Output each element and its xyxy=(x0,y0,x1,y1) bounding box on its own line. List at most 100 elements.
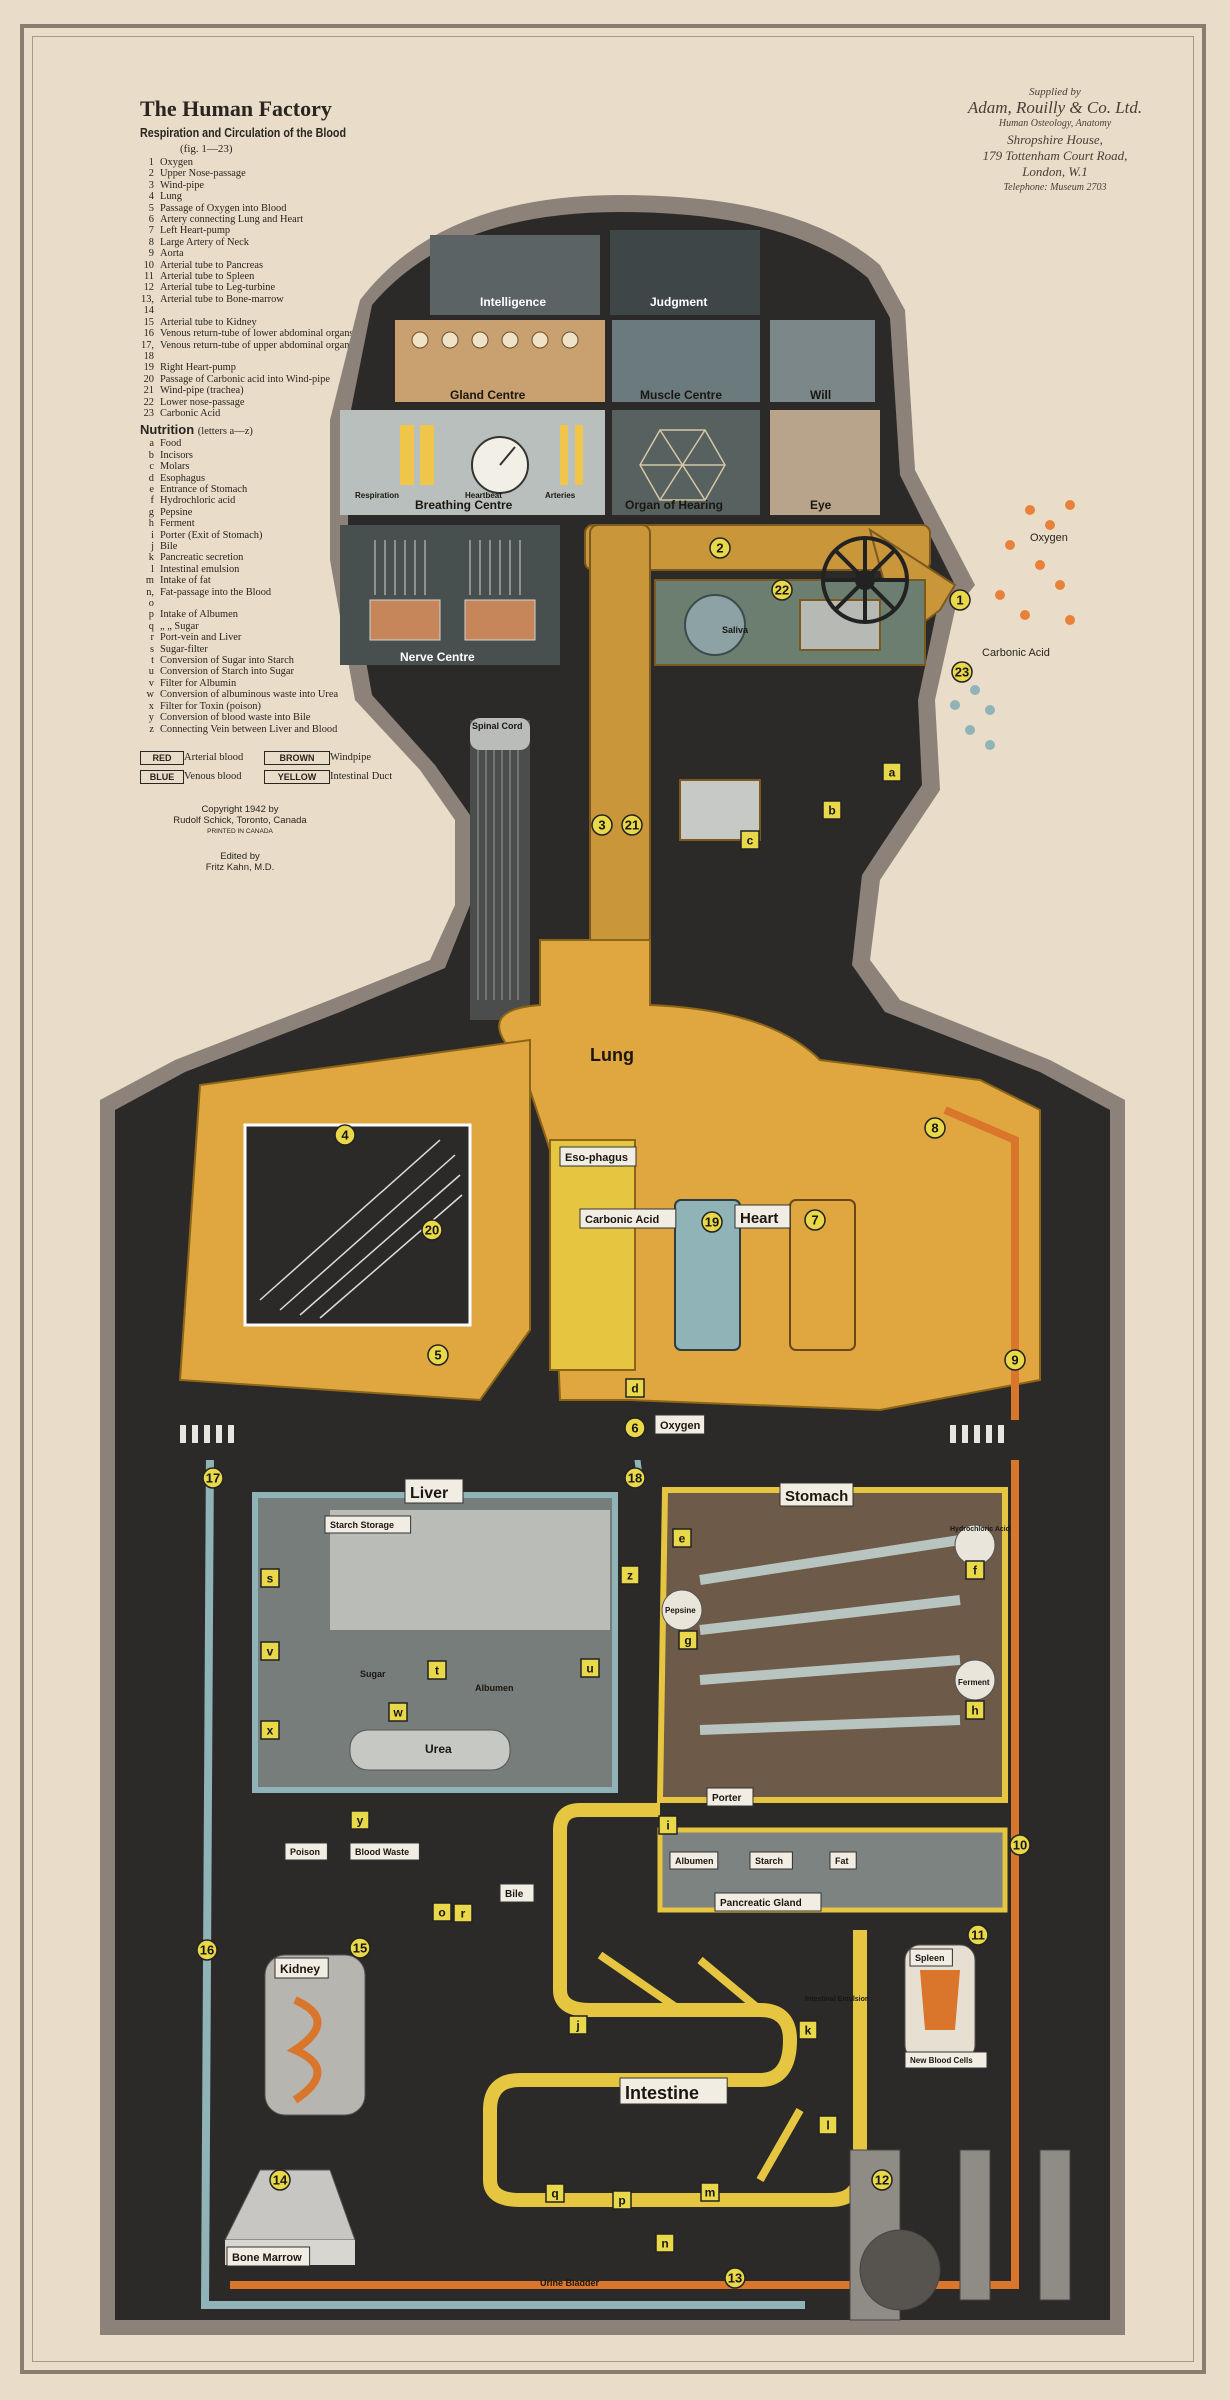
number-marker: 16 xyxy=(196,1939,218,1961)
letter-marker-text: k xyxy=(805,2024,812,2038)
label-arteries: Arteries xyxy=(545,491,576,500)
label-text: Judgment xyxy=(650,295,707,309)
label-lung: Lung xyxy=(590,1045,634,1065)
label-intelligence: Intelligence xyxy=(480,295,546,309)
letter-marker-text: h xyxy=(971,1704,978,1718)
legend-key: 4 xyxy=(148,191,154,203)
label-text: Kidney xyxy=(280,1962,320,1976)
letter-marker-text: r xyxy=(461,1907,466,1921)
number-marker-text: 5 xyxy=(434,1348,441,1363)
letter-marker: t xyxy=(427,1660,447,1680)
legend-item: w Conversion of albuminous waste into Ure… xyxy=(140,689,360,700)
color-key-label: Venous blood xyxy=(184,771,242,783)
label-intestinal-emulsion: Intestinal Emulsion xyxy=(805,1996,869,2003)
number-marker-text: 22 xyxy=(775,583,789,598)
legend-key: 11 xyxy=(143,271,154,283)
label-carbonic-acid-ext: Carbonic Acid xyxy=(982,647,1050,659)
letter-marker: f xyxy=(965,1560,985,1580)
legend-key: w xyxy=(146,689,154,701)
legend-text: Hydrochloric acid xyxy=(160,495,236,507)
legend-key: f xyxy=(150,495,154,507)
label-heartbeat: Heartbeat xyxy=(465,491,502,500)
legend-text: Artery connecting Lung and Heart xyxy=(160,214,304,226)
legend-key: 17, 18 xyxy=(141,339,154,362)
label-kidney: Kidney xyxy=(274,1957,329,1979)
legend-text: Pepsine xyxy=(160,506,193,518)
poster-inner-frame xyxy=(32,36,1194,2362)
letter-marker-text: e xyxy=(679,1532,686,1546)
legend-text: Conversion of albuminous waste into Urea xyxy=(160,689,339,701)
label-text: Lung xyxy=(590,1045,634,1065)
label-spinal-cord: Spinal Cord xyxy=(472,721,523,731)
letter-marker: s xyxy=(260,1568,280,1588)
legend-key: 13, 14 xyxy=(141,293,154,317)
legend-key: p xyxy=(148,609,154,621)
number-marker: 1 xyxy=(949,589,971,611)
legend-key: h xyxy=(148,518,154,530)
letter-marker: r xyxy=(453,1903,473,1923)
breathing-meters xyxy=(400,425,583,494)
letter-marker: j xyxy=(568,2015,588,2035)
legend-key: 20 xyxy=(143,373,154,385)
copyright-block: Copyright 1942 by Rudolf Schick, Toronto… xyxy=(140,804,340,873)
number-marker: 2 xyxy=(709,537,731,559)
letter-marker-text: d xyxy=(631,1382,638,1396)
label-text: Pancreatic Gland xyxy=(720,1898,802,1909)
letter-marker-text: x xyxy=(267,1724,274,1738)
label-carbonic-acid: Carbonic Acid xyxy=(579,1208,677,1229)
color-key-box: RED xyxy=(140,750,184,765)
wheel-icon xyxy=(821,536,909,624)
oxygen-particles xyxy=(995,500,1075,625)
legend-key: 16 xyxy=(143,328,154,340)
legend-text: Connecting Vein between Liver and Blood xyxy=(160,723,338,735)
legend-text: Pancreatic secretion xyxy=(160,552,244,564)
kidney-area xyxy=(264,1954,366,2116)
legend-key: j xyxy=(151,541,154,552)
label-spleen: Spleen xyxy=(909,1948,953,1967)
stomach-area xyxy=(656,1487,1008,1803)
label-starch: Starch xyxy=(749,1851,793,1870)
supplier-line: Human Osteology, Anatomy xyxy=(998,118,1112,129)
color-key-label: Windpipe xyxy=(330,752,371,764)
label-text: Breathing Centre xyxy=(415,498,513,512)
letter-marker-text: l xyxy=(826,2119,829,2133)
label-text: Eso-phagus xyxy=(565,1152,628,1164)
nutrition-title: Nutrition xyxy=(140,422,195,438)
fig-reference: (fig. 1—23) xyxy=(180,143,233,155)
label-text: Ferment xyxy=(958,1678,990,1687)
number-marker-text: 23 xyxy=(955,665,969,680)
letter-marker: z xyxy=(620,1565,640,1585)
supplier-line: London, W.1 xyxy=(1022,164,1088,179)
legend-key: 6 xyxy=(148,214,154,226)
number-marker: 14 xyxy=(269,2169,291,2191)
legend-text: Right Heart-pump xyxy=(160,362,236,374)
label-text: Gland Centre xyxy=(450,388,526,402)
label-oxygen-ext: Oxygen xyxy=(1030,532,1068,544)
number-marker: 21 xyxy=(621,814,643,836)
letter-marker-text: g xyxy=(684,1634,691,1648)
legend-key: 1 xyxy=(148,157,154,168)
number-marker-text: 12 xyxy=(875,2173,889,2188)
legend-text: Conversion of Sugar into Starch xyxy=(160,655,294,667)
legend-key: 5 xyxy=(148,202,154,214)
poster-frame xyxy=(20,24,1206,2374)
legend-text: Entrance of Stomach xyxy=(160,483,248,495)
letter-marker-text: s xyxy=(267,1572,274,1586)
number-marker: 4 xyxy=(334,1124,356,1146)
label-text: Sugar xyxy=(360,1669,386,1679)
number-marker: 17 xyxy=(202,1467,224,1489)
nerve-centre-room xyxy=(340,525,560,665)
